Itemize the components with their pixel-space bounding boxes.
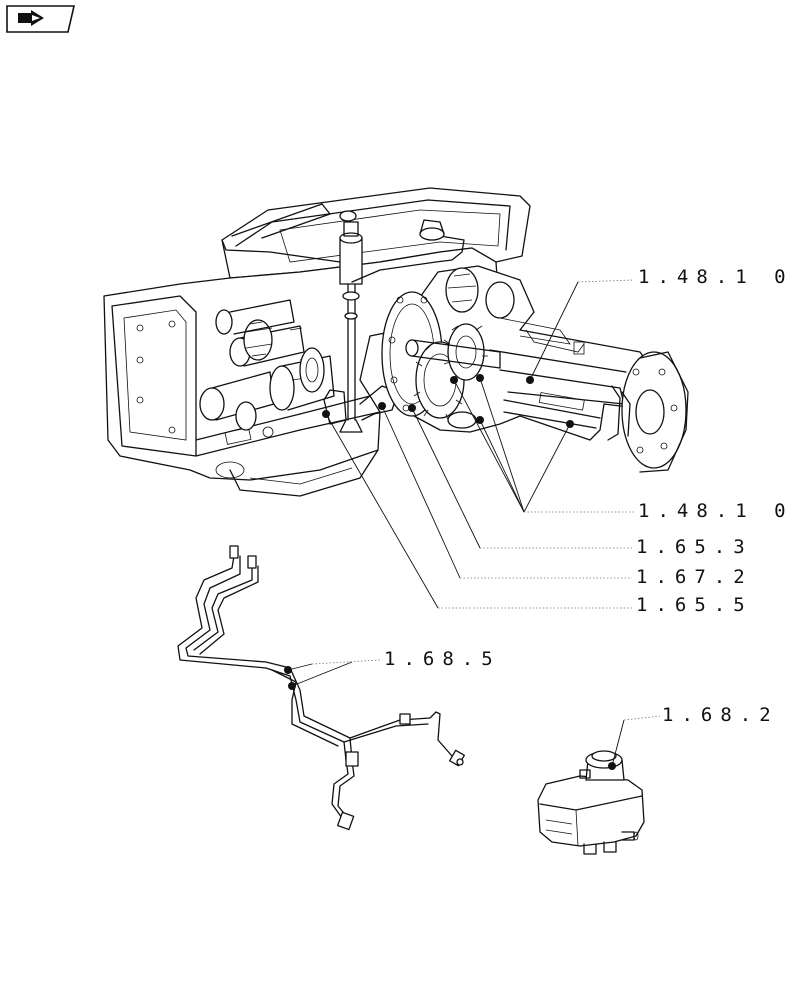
callout-leaders [284,279,661,770]
callout-1-68-2[interactable]: 1.68.2 [662,704,779,726]
callout-1-65-5[interactable]: 1.65.5 [636,594,753,616]
brake-fluid-reservoir [537,750,645,855]
callout-1-67-2[interactable]: 1.67.2 [636,566,753,588]
return-arrow-icon[interactable] [4,4,76,34]
gear-shafts [199,299,335,431]
lift-rod [339,210,363,433]
callout-1-48-10-top[interactable]: 1.48.1 0 [638,266,792,288]
brake-pipes [177,545,465,831]
rear-axle-housing [351,219,689,473]
callout-1-48-10-bottom[interactable]: 1.48.1 0 [638,500,792,522]
callout-1-65-3[interactable]: 1.65.3 [636,536,753,558]
callout-1-68-5[interactable]: 1.68.5 [384,648,501,670]
